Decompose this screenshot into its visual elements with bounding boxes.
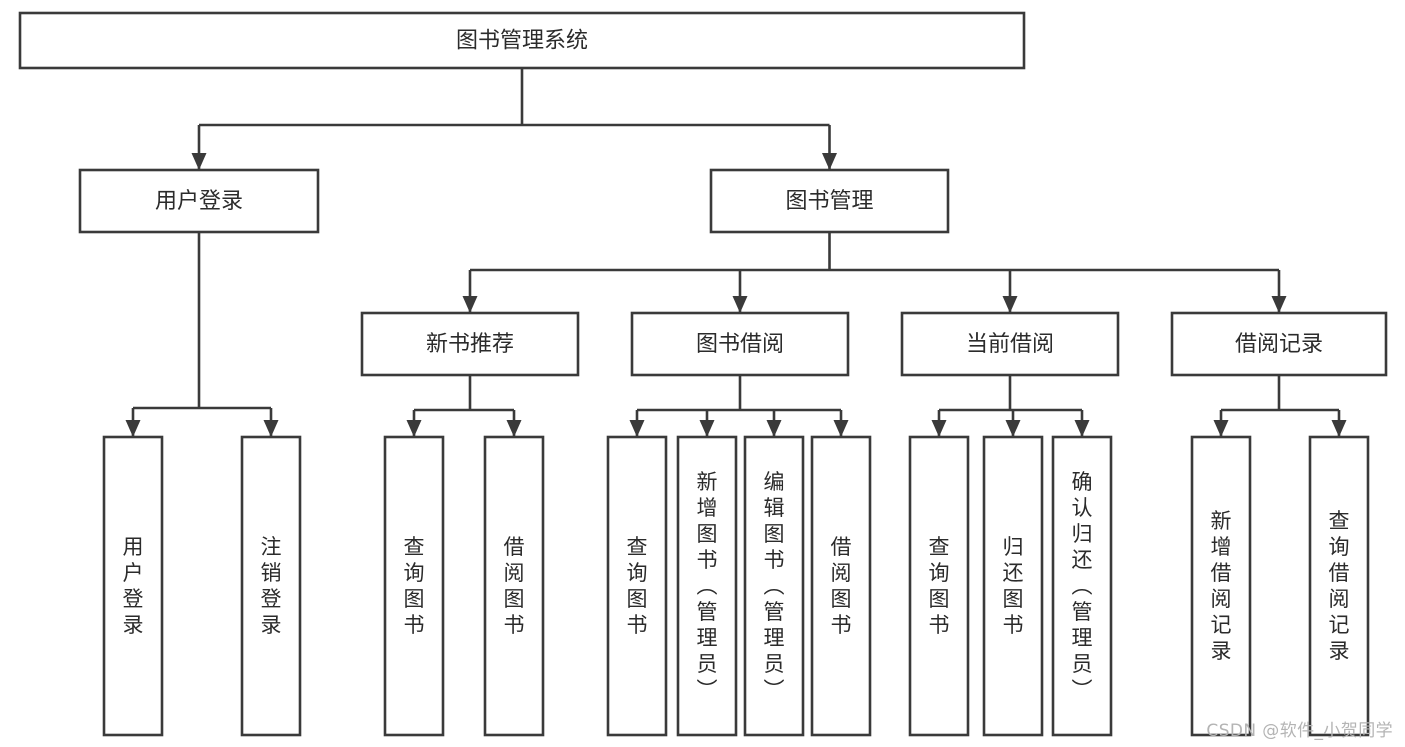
node-book-borrow[interactable]: 图书借阅 [630,311,850,377]
node-leaf-user-login[interactable]: 用户登录 [102,435,164,737]
node-user-login-label: 用户登录 [155,189,243,214]
new-book-recommend-arrow-0 [406,420,422,437]
user-login-arrow-1 [263,420,279,437]
node-root-label: 图书管理系统 [456,29,588,54]
node-borrow-record-label: 借阅记录 [1235,332,1323,357]
node-leaf-query-book-3-label: 查询图书 [929,535,950,637]
borrow-record-arrow-1 [1331,420,1347,437]
borrow-record-arrow-0 [1213,420,1229,437]
node-leaf-add-book-rect [676,435,738,737]
book-management-arrow-1 [732,296,748,313]
root-arrow-0 [191,153,207,170]
node-current-borrow[interactable]: 当前借阅 [900,311,1120,377]
node-leaf-logout[interactable]: 注销登录 [240,435,302,737]
book-borrow-arrow-3 [833,420,849,437]
node-leaf-borrow-book-1-rect [483,435,545,737]
node-leaf-query-book-3[interactable]: 查询图书 [908,435,970,737]
node-leaf-query-record-label: 查询借阅记录 [1329,509,1350,663]
connector-layer [125,68,1347,437]
user-login-arrow-0 [125,420,141,437]
node-leaf-borrow-book-1[interactable]: 借阅图书 [483,435,545,737]
node-leaf-confirm-return-rect [1051,435,1113,737]
node-leaf-query-book-2-label: 查询图书 [627,535,648,637]
node-leaf-query-record[interactable]: 查询借阅记录 [1308,435,1370,737]
current-borrow-arrow-0 [931,420,947,437]
node-root-rect [18,11,1026,70]
node-leaf-return-book-rect [982,435,1044,737]
node-current-borrow-rect [900,311,1120,377]
node-leaf-query-record-rect [1308,435,1370,737]
node-book-borrow-rect [630,311,850,377]
book-borrow-arrow-1 [699,420,715,437]
node-leaf-logout-label: 注销登录 [261,535,282,637]
node-leaf-edit-book[interactable]: 编辑图书︵管理员︶ [743,435,805,737]
node-leaf-query-book-1[interactable]: 查询图书 [383,435,445,737]
node-leaf-query-book-3-rect [908,435,970,737]
node-leaf-return-book-label: 归还图书 [1003,535,1024,637]
current-borrow-arrow-2 [1074,420,1090,437]
node-leaf-borrow-book-2[interactable]: 借阅图书 [810,435,872,737]
node-leaf-confirm-return-label: 确认归还︵管理员︶ [1072,470,1093,702]
node-leaf-query-book-2-rect [606,435,668,737]
node-leaf-query-book-1-label: 查询图书 [404,535,425,637]
node-leaf-borrow-book-2-label: 借阅图书 [831,535,852,637]
node-book-management[interactable]: 图书管理 [709,168,950,234]
node-leaf-user-login-label: 用户登录 [123,535,144,637]
node-new-book-recommend[interactable]: 新书推荐 [360,311,580,377]
root-arrow-1 [822,153,837,170]
node-leaf-add-record-label: 新增借阅记录 [1211,509,1232,663]
node-user-login-rect [78,168,320,234]
node-borrow-record[interactable]: 借阅记录 [1170,311,1388,377]
node-leaf-logout-rect [240,435,302,737]
node-leaf-add-book[interactable]: 新增图书︵管理员︶ [676,435,738,737]
watermark-label: CSDN @软件_小贺同学 [1206,721,1393,741]
node-leaf-borrow-book-1-label: 借阅图书 [504,535,525,637]
book-borrow-arrow-2 [766,420,782,437]
node-leaf-return-book[interactable]: 归还图书 [982,435,1044,737]
book-management-arrow-0 [462,296,478,313]
node-book-management-rect [709,168,950,234]
node-leaf-user-login-rect [102,435,164,737]
book-borrow-arrow-0 [629,420,645,437]
current-borrow-arrow-1 [1005,420,1021,437]
node-leaf-add-record[interactable]: 新增借阅记录 [1190,435,1252,737]
node-new-book-recommend-label: 新书推荐 [426,332,514,357]
node-borrow-record-rect [1170,311,1388,377]
book-management-arrow-2 [1002,296,1018,313]
node-book-management-label: 图书管理 [785,189,873,214]
node-leaf-confirm-return[interactable]: 确认归还︵管理员︶ [1051,435,1113,737]
node-leaf-add-book-label: 新增图书︵管理员︶ [697,470,718,702]
node-user-login[interactable]: 用户登录 [78,168,320,234]
node-leaf-query-book-2[interactable]: 查询图书 [606,435,668,737]
node-leaf-edit-book-label: 编辑图书︵管理员︶ [764,470,785,702]
node-book-borrow-label: 图书借阅 [696,332,784,357]
node-leaf-edit-book-rect [743,435,805,737]
node-leaf-borrow-book-2-rect [810,435,872,737]
book-management-arrow-3 [1271,296,1287,313]
new-book-recommend-arrow-1 [506,420,522,437]
node-leaf-add-record-rect [1190,435,1252,737]
node-layer: 图书管理系统用户登录图书管理新书推荐图书借阅当前借阅借阅记录用户登录注销登录查询… [18,11,1388,737]
node-root[interactable]: 图书管理系统 [18,11,1026,70]
node-new-book-recommend-rect [360,311,580,377]
node-current-borrow-label: 当前借阅 [966,332,1054,357]
node-leaf-query-book-1-rect [383,435,445,737]
